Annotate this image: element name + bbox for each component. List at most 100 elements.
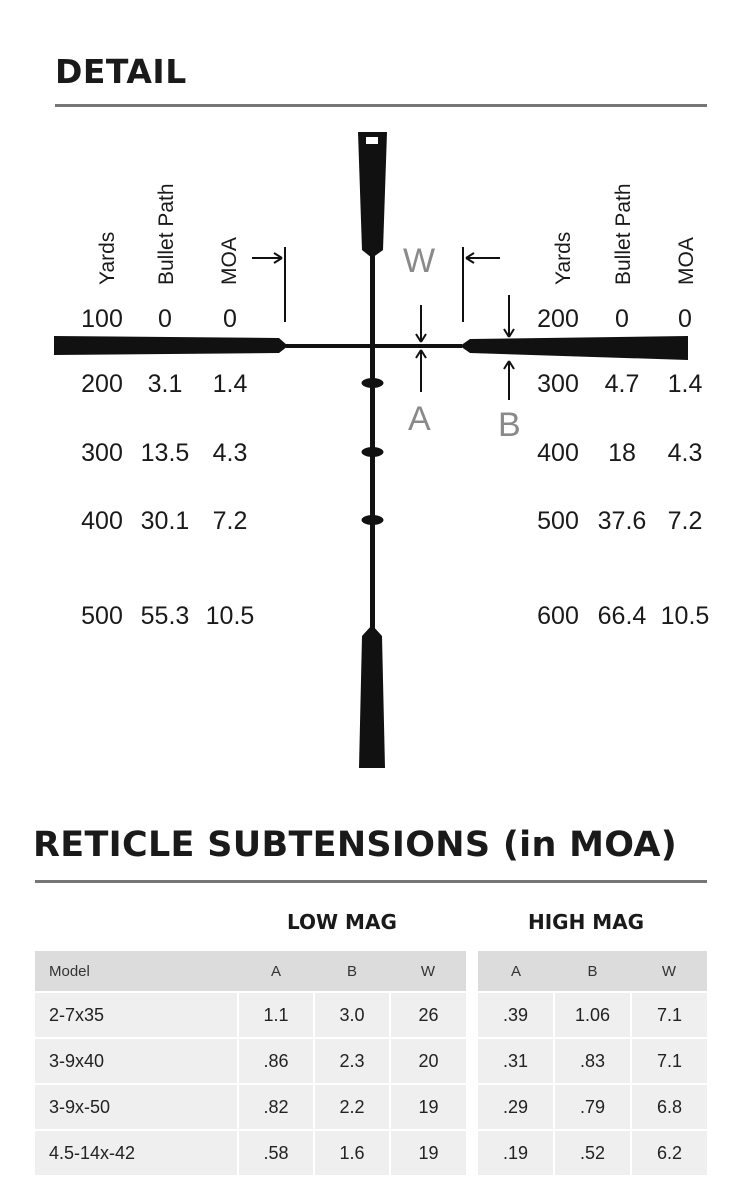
reticle-top-notch	[366, 137, 378, 144]
reticle-bottom-post	[359, 625, 385, 768]
low-mag-header-row: Model A B W	[35, 951, 466, 992]
right-header-bullet-path: Bullet Path	[612, 183, 635, 285]
right-path-400: 18	[608, 439, 636, 467]
model-cell: 2-7x35	[35, 991, 238, 1038]
low-mag-heading: LOW MAG	[287, 910, 397, 934]
right-path-500: 37.6	[598, 507, 647, 535]
low-a-cell: 1.1	[237, 991, 314, 1038]
low-w-cell: 20	[389, 1037, 466, 1084]
low-b-cell: 2.3	[313, 1037, 390, 1084]
high-a-cell: .19	[478, 1129, 554, 1175]
left-header-moa: MOA	[218, 237, 241, 285]
high-w-cell: 6.8	[630, 1083, 707, 1130]
w-right-arrow-head	[465, 252, 475, 264]
right-path-600: 66.4	[598, 602, 647, 630]
left-path-300: 13.5	[141, 439, 190, 467]
high-mag-header-row: A B W	[478, 951, 707, 992]
table-row: .29 .79 6.8	[478, 1083, 707, 1130]
left-yards-100: 100	[81, 305, 123, 333]
left-moa-300: 4.3	[213, 439, 248, 467]
reticle-left-post	[54, 336, 288, 355]
low-a-cell: .86	[237, 1037, 314, 1084]
high-mag-table: A B W .39 1.06 7.1 .31 .83 7.1 .29 .79 6…	[478, 951, 707, 1175]
table-row: .19 .52 6.2	[478, 1129, 707, 1175]
label-a: A	[408, 400, 431, 438]
low-a-cell: .82	[237, 1083, 314, 1130]
col-high-a: A	[510, 962, 521, 980]
reticle-horizontal-wire	[286, 344, 462, 348]
low-w-cell: 26	[389, 991, 466, 1038]
high-b-cell: .52	[553, 1129, 631, 1175]
high-w-cell: 7.1	[630, 1037, 707, 1084]
detail-title: DETAIL	[55, 52, 187, 91]
w-left-arrow-head	[273, 252, 283, 264]
label-b: B	[498, 406, 521, 444]
label-w: W	[403, 242, 435, 280]
high-b-cell: .83	[553, 1037, 631, 1084]
b-arrow-top-head	[503, 328, 515, 338]
left-header-bullet-path: Bullet Path	[155, 183, 178, 285]
left-header-yards: Yards	[96, 232, 119, 285]
model-cell: 3-9x-50	[35, 1083, 238, 1130]
subtensions-title: RETICLE SUBTENSIONS (in MOA)	[33, 825, 678, 865]
right-moa-200: 0	[678, 305, 692, 333]
high-a-cell: .29	[478, 1083, 554, 1130]
table-row: 3-9x40 .86 2.3 20	[35, 1037, 466, 1084]
reticle-vertical-wire	[370, 255, 375, 630]
high-b-cell: 1.06	[553, 991, 631, 1038]
right-header-yards: Yards	[552, 232, 575, 285]
right-yards-600: 600	[537, 602, 579, 630]
high-mag-heading: HIGH MAG	[528, 910, 645, 934]
left-moa-200: 1.4	[213, 370, 248, 398]
low-b-cell: 2.2	[313, 1083, 390, 1130]
col-low-w: W	[420, 962, 436, 980]
reticle-dot-2	[361, 447, 384, 457]
table-row: .31 .83 7.1	[478, 1037, 707, 1084]
right-path-300: 4.7	[605, 370, 640, 398]
reticle-dot-1	[361, 378, 384, 388]
left-yards-200: 200	[81, 370, 123, 398]
model-cell: 3-9x40	[35, 1037, 238, 1084]
detail-rule	[55, 104, 707, 107]
col-low-a: A	[270, 962, 281, 980]
b-arrow-bottom-head	[503, 360, 515, 370]
low-b-cell: 3.0	[313, 991, 390, 1038]
low-mag-table: Model A B W 2-7x35 1.1 3.0 26 3-9x40 .86…	[35, 951, 466, 1175]
right-path-200: 0	[615, 305, 629, 333]
low-b-cell: 1.6	[313, 1129, 390, 1175]
right-moa-500: 7.2	[668, 507, 703, 535]
table-row: 2-7x35 1.1 3.0 26	[35, 991, 466, 1038]
reticle-dot-3	[361, 515, 384, 525]
left-yards-500: 500	[81, 602, 123, 630]
left-values: 100 0 0 200 3.1 1.4 300 13.5 4.3 400 30.…	[81, 305, 254, 630]
right-moa-400: 4.3	[668, 439, 703, 467]
table-row: 4.5-14x-42 .58 1.6 19	[35, 1129, 466, 1175]
a-arrow-top-head	[415, 333, 427, 343]
col-model: Model	[49, 962, 90, 980]
reticle-diagram: W A B Yards Bullet Path MOA Yards Bullet…	[54, 132, 710, 768]
model-cell: 4.5-14x-42	[35, 1129, 238, 1175]
low-a-cell: .58	[237, 1129, 314, 1175]
left-moa-100: 0	[223, 305, 237, 333]
high-b-cell: .79	[553, 1083, 631, 1130]
table-row: 3-9x-50 .82 2.2 19	[35, 1083, 466, 1130]
high-w-cell: 7.1	[630, 991, 707, 1038]
high-a-cell: .39	[478, 991, 554, 1038]
a-arrow-bottom-head	[415, 349, 427, 359]
reticle-top-post	[358, 132, 387, 258]
left-yards-300: 300	[81, 439, 123, 467]
col-high-w: W	[661, 962, 677, 980]
right-yards-500: 500	[537, 507, 579, 535]
table-row: .39 1.06 7.1	[478, 991, 707, 1038]
left-path-500: 55.3	[141, 602, 190, 630]
left-moa-500: 10.5	[206, 602, 255, 630]
right-moa-300: 1.4	[668, 370, 703, 398]
left-path-200: 3.1	[148, 370, 183, 398]
left-moa-400: 7.2	[213, 507, 248, 535]
high-w-cell: 6.2	[630, 1129, 707, 1175]
left-path-400: 30.1	[141, 507, 190, 535]
left-yards-400: 400	[81, 507, 123, 535]
right-moa-600: 10.5	[661, 602, 710, 630]
right-yards-400: 400	[537, 439, 579, 467]
right-header-moa: MOA	[675, 237, 698, 285]
